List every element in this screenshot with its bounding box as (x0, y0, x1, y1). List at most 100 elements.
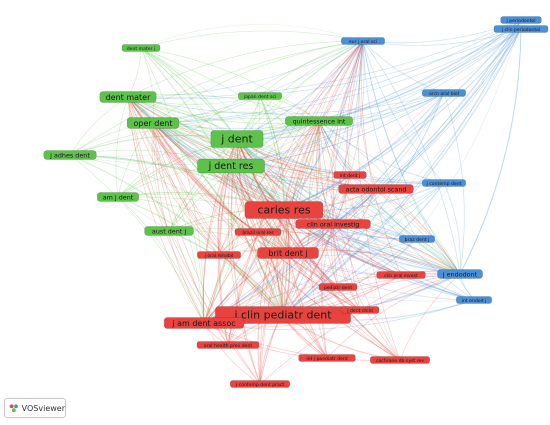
node-box (234, 228, 282, 236)
node-arch-oral-biol[interactable]: arch oral biol (422, 89, 466, 98)
node-j-oral-rehabil[interactable]: j oral rehabil (197, 251, 241, 260)
node-pediatr-dent[interactable]: pediatr dent (318, 283, 358, 292)
edge-j_contemp_dent_pract-dent_mater (127, 96, 261, 385)
node-box (43, 150, 97, 160)
edge-arch_oral_biol-caries_res (283, 92, 445, 211)
edge-arch_oral_biol-clin_oral_investig (332, 92, 445, 225)
node-j-periodontol[interactable]: j periodontol (500, 16, 542, 25)
node-j-clin-pediatr-dent[interactable]: j clin pediatr dent (215, 306, 351, 324)
edge-j_periodontol-brit_dent_j (287, 19, 522, 254)
node-box (210, 130, 264, 148)
edge-j_clin_pediatr_dent-oper_dent (152, 122, 284, 316)
edge-dent_mater_j-oper_dent (140, 47, 154, 124)
node-j-dent-child[interactable]: j dent child (340, 306, 380, 315)
node-clin-oral-investig[interactable]: clin oral investig (295, 219, 371, 229)
edge-int_j_paediatr_dent-caries_res (283, 209, 328, 359)
node-brazil-oral-res[interactable]: brazil oral res (234, 228, 282, 237)
edge-j_am_dent_assoc-eur_j_oral_sci (203, 40, 364, 324)
node-acta-odontol-scand[interactable]: acta odontol scand (338, 184, 414, 194)
node-caries-res[interactable]: caries res (244, 201, 324, 219)
node-box (197, 251, 241, 259)
edge-j_clin_periodontol-brit_dent_j (287, 28, 522, 254)
edge-arch_oral_biol-eur_j_oral_sci (362, 40, 445, 94)
node-label: arch oral biol (429, 91, 459, 97)
edge-quintessence_int-eur_j_oral_sci (318, 40, 364, 122)
edge-brazil_oral_res-dent_mater (127, 96, 259, 233)
edge-am_j_dent-j_am_dent_assoc (117, 196, 205, 324)
edge-oper_dent-eur_j_oral_sci (152, 40, 364, 124)
node-eur-j-oral-sci[interactable]: eur j oral sci (341, 37, 385, 46)
edge-eur_j_oral_sci-j_am_dent_assoc (203, 40, 364, 324)
edge-j_periodontol-j_endodont (459, 19, 522, 275)
node-label: oral health prev dent (204, 343, 253, 349)
vosviewer-logo-text: VOSviewer (21, 403, 65, 413)
node-dent-mater-j[interactable]: dent mater j (121, 44, 161, 53)
edge-j_contemp_dent_pract-j_dent_res (228, 165, 261, 385)
edge-dent_mater_j-j_dent (140, 47, 238, 140)
edge-caries_res-j_clin_pediatr_dent (282, 209, 291, 316)
edge-j_contemp_dent-j_clin_pediatr_dent (282, 182, 445, 316)
node-box (197, 158, 265, 174)
node-oral-health-prev-dent[interactable]: oral health prev dent (196, 341, 260, 350)
node-box (493, 25, 549, 33)
edge-arch_oral_biol-j_adhes_dent (69, 92, 445, 166)
node-j-am-dent-assoc[interactable]: j am dent assoc (163, 317, 245, 329)
edge-j_dent-brit_dent_j (236, 138, 289, 254)
node-j-adhes-dent[interactable]: j adhes dent (43, 150, 97, 160)
edge-j_adhes_dent-j_clin_pediatr_dent (69, 154, 284, 316)
edge-am_j_dent-eur_j_oral_sci (117, 40, 364, 198)
node-j-dent-res[interactable]: j dent res (197, 158, 265, 174)
edge-int_j_paediatr_dent-dent_mater (127, 96, 328, 359)
edge-j_adhes_dent-j_endodont (69, 154, 461, 275)
edge-aust_dent_j-j_endodont (168, 228, 461, 275)
edge-quintessence_int-brit_dent_j (287, 120, 320, 254)
node-label: j contemp dent pract (235, 382, 285, 388)
node-quintessence-int[interactable]: quintessence int (285, 116, 353, 126)
node-cochrane-db-syst-rev[interactable]: cochrane db syst rev (370, 356, 430, 365)
edge-j_clin_periodontol-quintessence_int (318, 28, 522, 122)
node-label: pediatr dent (324, 285, 353, 291)
node-label: j clin periodontol (501, 27, 540, 33)
edge-j_adhes_dent-j_am_dent_assoc (69, 154, 205, 324)
edge-int_j_paediatr_dent-clin_oral_investig (321, 223, 334, 359)
node-brit-dent-j[interactable]: brit dent j (257, 247, 319, 259)
vosviewer-logo: VOSviewer (4, 398, 66, 418)
edge-cochrane_db_syst_rev-j_dent_res (230, 165, 401, 361)
node-int-dent-j[interactable]: int dent j (333, 171, 367, 180)
edge-am_j_dent-oper_dent (117, 122, 154, 198)
edge-japan_dent_sci-caries_res (259, 95, 285, 211)
node-am-j-dent[interactable]: am j dent (97, 192, 139, 202)
node-j-contemp-dent-pract[interactable]: j contemp dent pract (230, 380, 290, 389)
edge-eur_j_oral_sci-clin_oral_investig (332, 40, 365, 225)
edge-int_dent_j-j_endodont (349, 174, 461, 275)
node-oper-dent[interactable]: oper dent (126, 117, 180, 129)
edge-j_clin_periodontol-caries_res (283, 28, 522, 211)
edge-dent_mater_j-eur_j_oral_sci (140, 30, 364, 49)
node-label: acta odontol scand (346, 186, 407, 194)
node-label: int endod j (462, 298, 487, 304)
edge-j_clin_periodontol-j_dent_res (230, 28, 522, 167)
node-clin-oral-invest[interactable]: clin oral invest (376, 271, 426, 280)
node-aust-dent-j[interactable]: aust dent j (144, 226, 194, 236)
node-int-endod-j[interactable]: int endod j (456, 296, 492, 305)
node-j-contemp-dent[interactable]: j contemp dent (422, 179, 466, 188)
edge-cochrane_db_syst_rev-eur_j_oral_sci (349, 40, 401, 361)
edge-j_am_dent_assoc-brit_dent_j (203, 252, 289, 324)
edge-brit_dent_j-j_dent (236, 138, 289, 254)
edge-j_contemp_dent_pract-j_am_dent_assoc (203, 322, 261, 385)
node-dent-mater[interactable]: dent mater (99, 91, 157, 103)
node-braz-dent-j[interactable]: braz dent j (399, 235, 435, 244)
edge-brazil_oral_res-j_endodont (257, 231, 461, 275)
node-label: aust dent j (152, 228, 186, 236)
node-box (500, 16, 542, 24)
edge-int_endod_j-clin_oral_investig (332, 223, 475, 301)
edge-cochrane_db_syst_rev-eur_j_oral_sci (357, 40, 401, 361)
node-j-dent[interactable]: j dent (210, 130, 264, 148)
edge-dent_mater_j-clin_oral_investig (140, 47, 334, 225)
node-j-clin-periodontol[interactable]: j clin periodontol (493, 25, 549, 34)
node-int-j-paediatr-dent[interactable]: int j paediatr dent (298, 354, 356, 363)
edge-j_clin_periodontol-j_am_dent_assoc (203, 28, 522, 324)
node-japan-dent-sci[interactable]: japan dent sci (238, 92, 282, 101)
node-box (370, 356, 430, 364)
node-j-endodont[interactable]: j endodont (437, 269, 483, 279)
